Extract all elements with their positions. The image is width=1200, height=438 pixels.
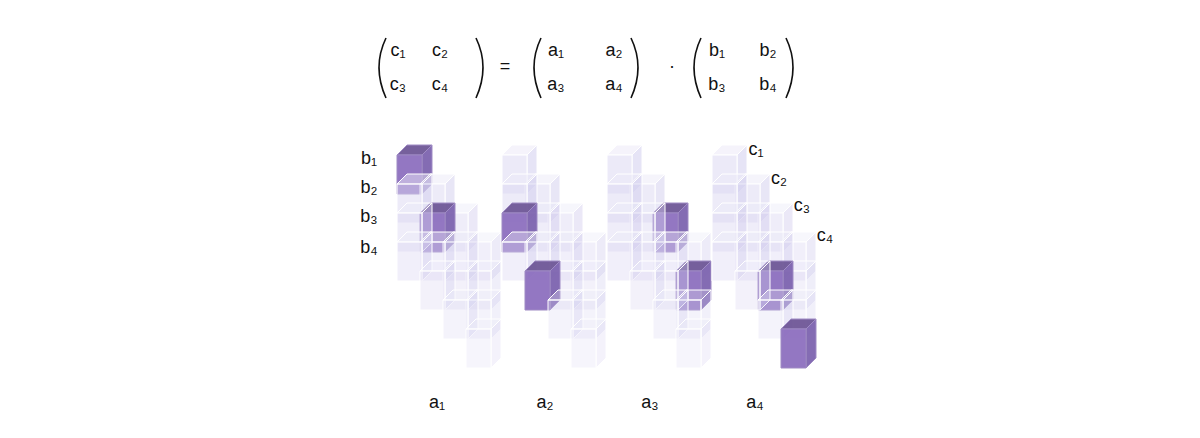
- matrix-brackets: [379, 38, 793, 98]
- cube-face: [607, 242, 632, 281]
- axis-label: c₁: [748, 140, 763, 158]
- axis-label: b₁: [361, 149, 377, 167]
- cube-face: [502, 242, 527, 281]
- matrix-entry: c₁: [390, 41, 405, 59]
- cube-face: [548, 300, 573, 339]
- paren: [694, 38, 701, 98]
- cube-face: [806, 319, 816, 368]
- cube-face: [630, 271, 655, 310]
- product-dot: ·: [669, 57, 675, 75]
- axis-label: b₂: [361, 178, 378, 196]
- axis-label: c₃: [794, 196, 810, 214]
- slice-label: a₃: [641, 393, 658, 411]
- tensor-slice: [712, 145, 816, 368]
- cube-face: [758, 300, 783, 339]
- paren: [379, 38, 386, 98]
- tensor-slice: [607, 145, 711, 368]
- paren: [786, 38, 793, 98]
- matrix-entry: c₄: [432, 75, 448, 93]
- cube: [571, 319, 606, 368]
- matrix-entry: c₃: [390, 75, 406, 93]
- cube-face: [653, 300, 678, 339]
- cube-face: [571, 329, 596, 368]
- equals-sign: =: [500, 57, 511, 75]
- cube-face: [735, 271, 760, 310]
- tensor-slice: [397, 145, 501, 368]
- matrix-entry: a₂: [606, 41, 623, 59]
- cube-face: [525, 271, 550, 310]
- axis-label: c₂: [771, 169, 787, 187]
- cube-grid: [397, 145, 816, 368]
- cube-face: [676, 329, 701, 368]
- matrix-entry: a₃: [547, 75, 564, 93]
- paren: [631, 38, 638, 98]
- cube: [676, 319, 711, 368]
- slice-label: a₂: [537, 393, 554, 411]
- slice-label: a₄: [746, 393, 763, 411]
- slice-label: a₁: [429, 393, 445, 411]
- cube-face: [491, 319, 501, 368]
- axis-label: c₄: [817, 226, 833, 244]
- cube-face: [443, 300, 468, 339]
- matrix-entry: a₄: [605, 75, 622, 93]
- cube-face: [420, 271, 445, 310]
- axis-label: b₄: [360, 238, 377, 256]
- cube: [466, 319, 501, 368]
- paren: [534, 38, 541, 98]
- matrix-entry: c₂: [432, 41, 448, 59]
- cube-face: [397, 242, 422, 281]
- paren: [476, 38, 483, 98]
- matrix-entry: b₃: [708, 75, 725, 93]
- matrix-entry: b₄: [759, 75, 776, 93]
- cube-face: [701, 319, 711, 368]
- matrix-entry: b₁: [709, 41, 725, 59]
- axis-label: b₃: [360, 207, 377, 225]
- cube-face: [781, 329, 806, 368]
- matrix-entry: a₁: [548, 41, 564, 59]
- tensor-slice: [502, 145, 606, 368]
- cube-face: [712, 242, 737, 281]
- cube-face: [466, 329, 491, 368]
- matrix-entry: b₂: [760, 41, 777, 59]
- cube-face: [596, 319, 606, 368]
- highlighted-cube: [781, 319, 816, 368]
